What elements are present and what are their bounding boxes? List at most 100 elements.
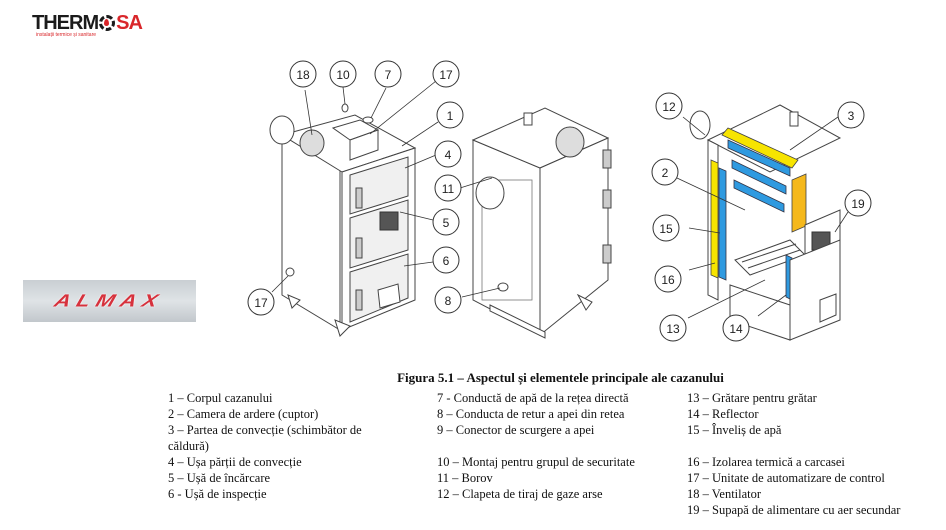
flue-pipe bbox=[475, 176, 505, 210]
boiler-top bbox=[706, 104, 842, 173]
legend-item: 10 – Montaj pentru grupul de securitate bbox=[437, 455, 635, 469]
callout-17-bottom: 17 bbox=[247, 288, 275, 316]
callout-5: 5 bbox=[432, 208, 460, 236]
safety-fitting bbox=[341, 103, 349, 113]
fan-grille bbox=[299, 129, 325, 157]
door-handle bbox=[355, 289, 363, 311]
water-outlet-pipe bbox=[362, 116, 374, 124]
reflector-panel bbox=[791, 173, 807, 233]
svg-text:8: 8 bbox=[445, 294, 452, 308]
thermal-insulation bbox=[721, 127, 799, 169]
svg-text:17: 17 bbox=[439, 68, 453, 82]
svg-text:17: 17 bbox=[254, 296, 268, 310]
legend-column-3: 13 – Grătare pentru grătar 14 – Reflecto… bbox=[687, 390, 900, 518]
inspection-door bbox=[349, 253, 409, 323]
boiler-foot bbox=[334, 319, 351, 337]
boiler-front-view bbox=[269, 103, 417, 337]
logo-tagline: instalații termice și sanitare bbox=[36, 32, 97, 38]
flue-damper bbox=[689, 110, 711, 140]
callout-11: 11 bbox=[434, 174, 462, 202]
boiler-foot bbox=[287, 294, 301, 309]
svg-text:5: 5 bbox=[443, 216, 450, 230]
callout-4: 4 bbox=[434, 140, 462, 168]
svg-text:11: 11 bbox=[442, 182, 455, 196]
callout-10: 10 bbox=[329, 60, 357, 88]
heat-exchanger-tube bbox=[727, 139, 791, 177]
convection-door bbox=[349, 156, 409, 215]
fan-grille bbox=[555, 126, 585, 158]
boiler-section-view bbox=[689, 104, 842, 341]
legend-item: 9 – Conector de scurgere a apei bbox=[437, 423, 595, 437]
water-jacket bbox=[718, 167, 727, 281]
water-outlet-pipe bbox=[789, 111, 799, 127]
svg-text:1: 1 bbox=[447, 109, 454, 123]
callout-3: 3 bbox=[837, 101, 865, 129]
svg-text:6: 6 bbox=[443, 254, 450, 268]
ash-flap bbox=[377, 283, 401, 309]
legend-item: 19 – Supapă de alimentare cu aer secunda… bbox=[687, 503, 901, 517]
callout-8: 8 bbox=[434, 286, 462, 314]
callout-12: 12 bbox=[655, 92, 683, 120]
logo-wordmark: THERM SA bbox=[32, 12, 143, 34]
legend-item: 5 – Ușă de încărcare bbox=[168, 471, 271, 485]
almax-logo: ALMAX bbox=[23, 280, 196, 322]
legend-item: 1 – Corpul cazanului bbox=[168, 391, 273, 405]
door-handle bbox=[355, 237, 363, 259]
svg-text:13: 13 bbox=[666, 322, 680, 336]
thermosa-logo: THERM SA instalații termice și sanitare bbox=[32, 12, 143, 40]
legend-item: 16 – Izolarea termică a carcasei bbox=[687, 455, 845, 469]
legend-item: 2 – Camera de ardere (cuptor) bbox=[168, 407, 319, 421]
heat-exchanger-tube bbox=[733, 179, 785, 213]
callout-2: 2 bbox=[651, 158, 679, 186]
door-handle bbox=[602, 189, 612, 209]
door-handle bbox=[602, 244, 612, 264]
figure-caption: Figura 5.1 – Aspectul și elementele prin… bbox=[397, 370, 724, 385]
svg-text:19: 19 bbox=[851, 197, 865, 211]
svg-text:10: 10 bbox=[336, 68, 350, 82]
door-handle bbox=[602, 149, 612, 169]
legend-item: 13 – Grătare pentru grătar bbox=[687, 391, 817, 405]
svg-text:18: 18 bbox=[296, 68, 310, 82]
water-outlet-pipe bbox=[523, 112, 533, 126]
legend-item: 8 – Conducta de retur a apei din retea bbox=[437, 407, 625, 421]
leader-lines bbox=[271, 80, 849, 319]
svg-text:3: 3 bbox=[848, 109, 855, 123]
legend-item: 14 – Reflector bbox=[687, 407, 759, 421]
callout-19: 19 bbox=[844, 189, 872, 217]
legend-item: 17 – Unitate de automatizare de control bbox=[687, 471, 885, 485]
return-pipe bbox=[497, 282, 509, 292]
legend-item: 6 - Ușă de inspecție bbox=[168, 487, 267, 501]
legend-item: 12 – Clapeta de tiraj de gaze arse bbox=[437, 487, 603, 501]
automation-sensor bbox=[285, 267, 295, 277]
thermal-insulation bbox=[710, 159, 719, 279]
svg-text:15: 15 bbox=[659, 222, 673, 236]
callout-6: 6 bbox=[432, 246, 460, 274]
svg-text:4: 4 bbox=[445, 148, 452, 162]
heat-exchanger-tube bbox=[731, 159, 787, 195]
callout-18: 18 bbox=[289, 60, 317, 88]
svg-text:14: 14 bbox=[729, 322, 743, 336]
svg-text:16: 16 bbox=[661, 273, 675, 287]
legend-column-1: 1 – Corpul cazanului 2 – Camera de arder… bbox=[168, 390, 408, 502]
door-handle bbox=[355, 187, 363, 209]
svg-text:7: 7 bbox=[385, 68, 392, 82]
logo-text-left: THERM bbox=[32, 12, 99, 34]
callout-14: 14 bbox=[722, 314, 750, 342]
boiler-diagrams: 18 10 7 17 1 4 5 6 17 11 8 12 3 2 19 15 … bbox=[247, 60, 872, 342]
callout-1: 1 bbox=[436, 101, 464, 129]
legend-item: 4 – Ușa părții de convecție bbox=[168, 455, 302, 469]
fan-housing bbox=[269, 115, 295, 145]
back-cover-plate bbox=[481, 179, 533, 301]
boiler-side-panel bbox=[539, 137, 609, 337]
boiler-foot bbox=[576, 293, 593, 311]
callout-17-top: 17 bbox=[432, 60, 460, 88]
legend-item: 3 – Partea de convecție (schimbător de c… bbox=[168, 423, 362, 453]
callout-15: 15 bbox=[652, 214, 680, 242]
logo-text-right: SA bbox=[116, 12, 143, 34]
air-grille bbox=[379, 211, 399, 231]
legend-item: 15 – Înveliș de apă bbox=[687, 423, 782, 437]
boiler-back-view bbox=[471, 107, 612, 339]
callout-7: 7 bbox=[374, 60, 402, 88]
ash-flap bbox=[819, 293, 837, 323]
control-unit-front bbox=[349, 129, 379, 161]
